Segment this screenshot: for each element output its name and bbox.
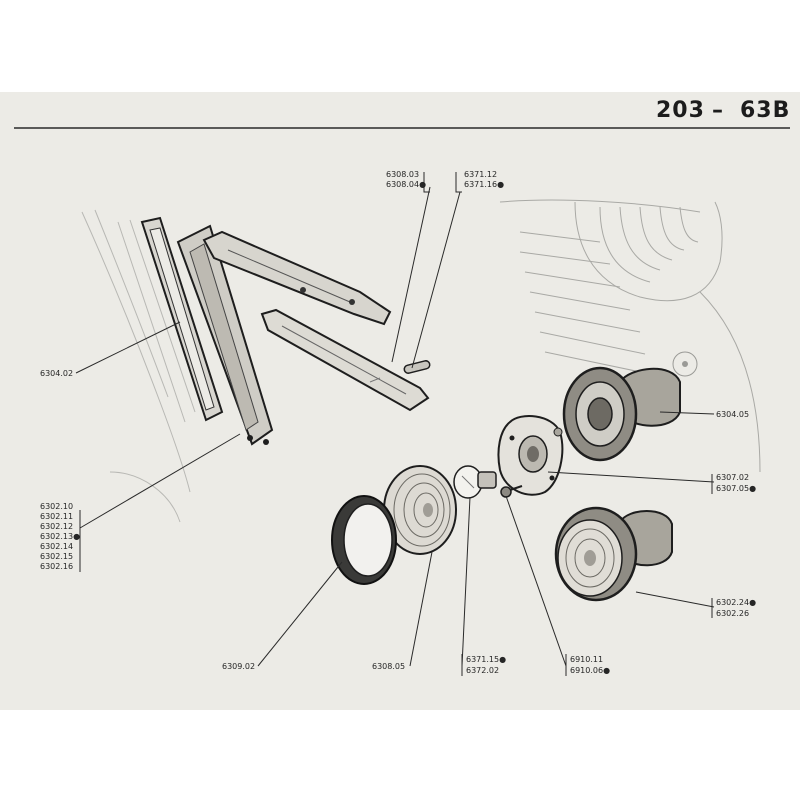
callout-6308-04: 6308.04● <box>386 180 427 189</box>
callout-6302-16: 6302.16 <box>40 562 74 571</box>
lamp-gasket-frame <box>140 216 224 422</box>
rubber-lamp-base-upper <box>562 366 681 462</box>
callout-6302-10: 6302.10 <box>40 502 74 511</box>
callout-6910-11: 6910.11 <box>570 655 604 664</box>
plate-number: 63B <box>740 98 791 123</box>
callout-6302-13: 6302.13● <box>40 532 81 541</box>
lower-reflector-strip <box>260 308 430 412</box>
callout-6302-26: 6302.26 <box>716 609 750 618</box>
festoon-bulb <box>403 360 431 374</box>
callout-6304-05: 6304.05 <box>716 410 750 419</box>
chrome-bezel-ring <box>331 495 397 585</box>
parts-diagram-sheet: 203 – 63B 6304.02 6308.03 6308.04● 6371.… <box>0 92 800 710</box>
car-body-outline-left <box>81 209 196 523</box>
callout-6304-02: 6304.02 <box>40 369 74 378</box>
callout-6372-02: 6372.02 <box>466 666 500 675</box>
tail-lamp-assembly <box>554 506 673 602</box>
lamp-bulb <box>453 465 497 499</box>
mounting-hole-outline <box>672 351 698 377</box>
callout-6308-03: 6308.03 <box>386 170 420 179</box>
callout-6371-16: 6371.16● <box>464 180 505 189</box>
callout-6307-02: 6307.02 <box>716 473 750 482</box>
callout-6309-02: 6309.02 <box>222 662 256 671</box>
leader-lines <box>75 172 715 676</box>
callout-6308-05: 6308.05 <box>372 662 406 671</box>
callout-6302-24: 6302.24● <box>716 598 757 607</box>
callout-6302-12: 6302.12 <box>40 522 74 531</box>
car-body-outline-right <box>499 199 761 473</box>
callout-6307-05: 6307.05● <box>716 484 757 493</box>
upper-lamp-arm <box>202 230 392 326</box>
callout-6302-11: 6302.11 <box>40 512 74 521</box>
header-dash: – <box>712 98 724 123</box>
model-number: 203 <box>656 98 705 123</box>
callout-6302-15: 6302.15 <box>40 552 74 561</box>
bulb-holder-plate <box>497 415 564 496</box>
exploded-view-drawing <box>14 127 790 676</box>
callout-6302-14: 6302.14 <box>40 542 74 551</box>
side-lamp-housing <box>176 224 274 446</box>
callout-6910-06: 6910.06● <box>570 666 611 675</box>
callout-6371-12: 6371.12 <box>464 170 498 179</box>
callout-6371-15: 6371.15● <box>466 655 507 664</box>
lamp-lens <box>383 465 457 555</box>
fixing-screw <box>500 485 523 498</box>
